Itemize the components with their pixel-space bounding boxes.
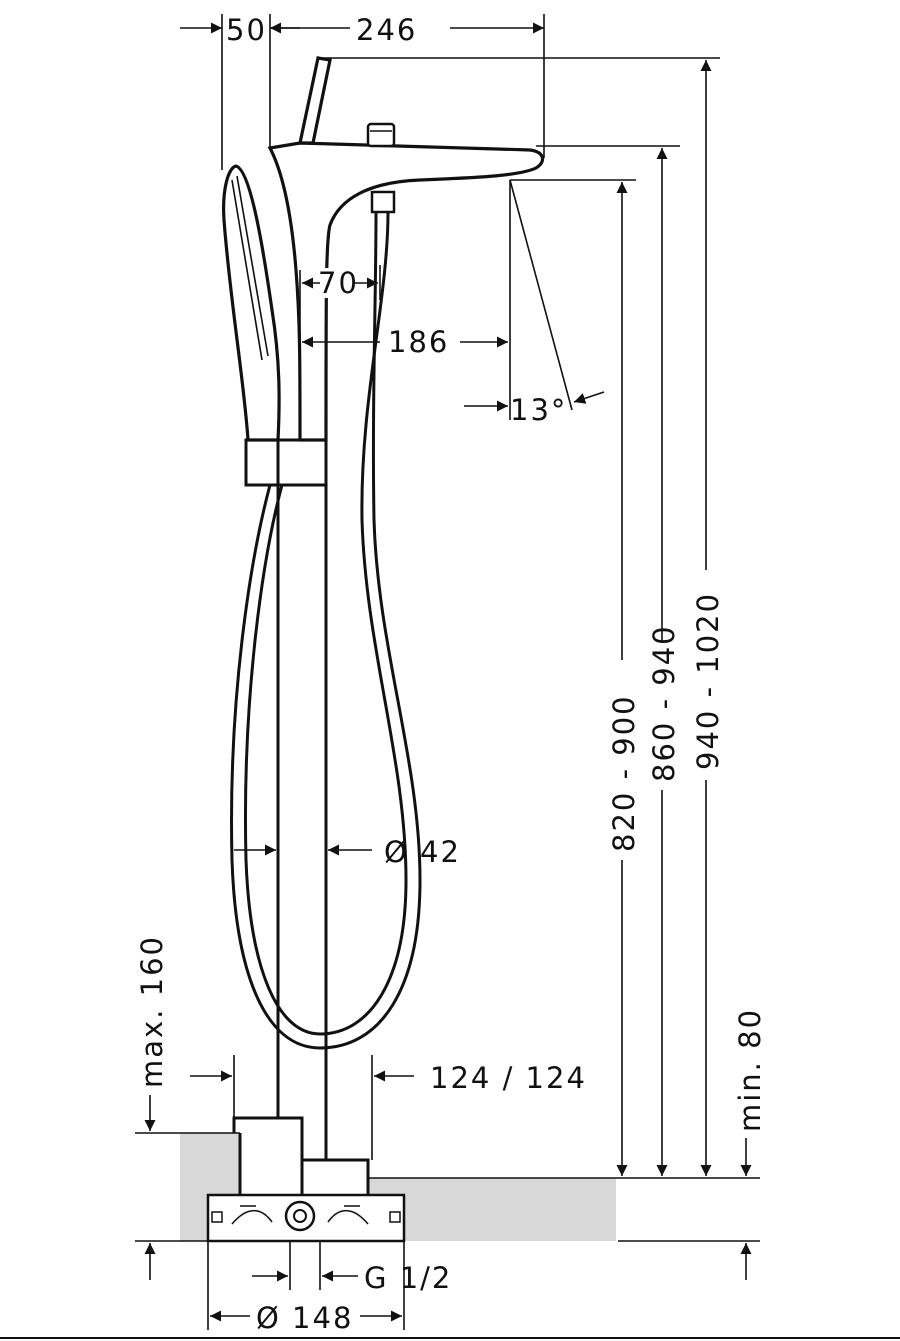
faucet-column (244, 438, 328, 1160)
label-top-offset: 50 (226, 13, 267, 47)
label-spout-reach-total: 246 (356, 13, 417, 47)
label-max-floor-depth: max. 160 (135, 935, 169, 1088)
label-outlet-height: 820 - 900 (607, 694, 641, 852)
label-spout-top-height: 860 - 940 (647, 624, 681, 782)
faucet-body (267, 56, 545, 442)
label-body-width: 70 (318, 266, 359, 300)
label-min-depth: min. 80 (733, 1008, 767, 1132)
label-spout-reach: 186 (388, 325, 449, 359)
label-base-offset: 124 / 124 (430, 1061, 587, 1095)
dimension-lines (144, 14, 752, 1330)
dimension-labels: 50 246 70 186 13° 940 - 1020 860 - 940 8… (135, 13, 767, 1335)
label-overall-height: 940 - 1020 (691, 592, 725, 770)
shower-hose (230, 211, 422, 1050)
hand-shower (222, 164, 281, 442)
label-pipe-diameter: Ø 42 (384, 835, 461, 869)
label-spout-angle: 13° (510, 393, 567, 427)
base-housing (206, 1116, 406, 1243)
label-connection-thread: G 1/2 (364, 1261, 452, 1295)
label-base-diameter: Ø 148 (256, 1301, 353, 1335)
floor-section (135, 1132, 760, 1242)
